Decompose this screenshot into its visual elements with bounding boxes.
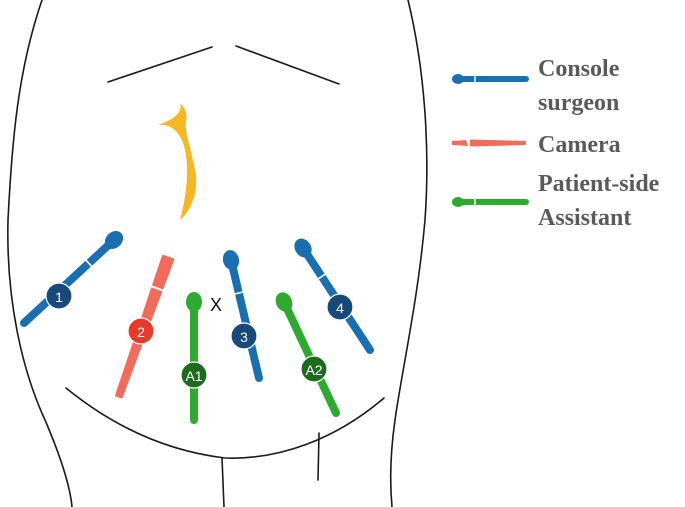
right-thigh-line [317,432,320,481]
port-label: A2 [305,362,322,378]
port-badge [180,361,208,389]
port-label: 2 [137,324,145,340]
instrument-joint [316,272,328,281]
legend-item-camera: Camera [452,132,621,158]
port-2: 2 [115,254,175,399]
port-3: 3 [222,250,263,382]
instrument-tip [275,292,293,312]
liver-retractor [158,102,197,220]
instrument-tip [294,238,312,258]
port-label: 4 [336,300,344,316]
legend-item-console: Console surgeon [452,56,620,116]
left-thigh-line [221,457,225,507]
legend-label-assistant-line1: Patient-side [538,171,660,197]
port-a2: A2 [275,292,340,417]
port-1: 1 [20,231,124,327]
ports-layer: 1 2 3 4A1 A2 [20,231,374,424]
port-badge [300,355,328,383]
port-label: A1 [185,368,202,384]
left-body-contour [7,0,73,507]
legend-label-assistant-line2: Assistant [538,205,631,231]
torso-outline [7,0,428,507]
port-label: 3 [240,329,248,345]
camera-scope-icon [452,139,526,147]
legend-label-console-line2: surgeon [538,90,619,116]
legend-camera-tip [452,140,468,146]
legend-item-assistant: Patient-side Assistant [452,171,660,231]
instrument-joint [232,290,245,296]
assistant-instrument-icon [452,197,529,207]
legend: Console surgeon Camera Patient-side Assi… [452,56,660,231]
port-badge [326,293,354,321]
right-body-contour [389,0,428,507]
instrument-shaft [20,241,113,327]
port-4: 4 [294,238,374,354]
right-rib-line [235,45,340,85]
port-badge [45,282,73,310]
legend-camera-body [470,139,526,147]
legend-label-console-line1: Console [538,56,620,82]
port-a1: A1 [180,292,208,424]
console-instrument-icon [452,74,529,84]
port-badge [230,322,258,350]
camera-trocar-gap [149,284,166,292]
left-rib-line [107,46,213,83]
legend-label-camera: Camera [538,132,621,158]
inguinal-curve [65,387,385,459]
instrument-tip [222,250,240,270]
instrument-tip [186,292,202,312]
port-badge [127,317,155,345]
instrument-joint [84,258,94,269]
instrument-tip [104,231,124,249]
umbilicus-marker: X [210,295,222,315]
port-label: 1 [55,289,63,305]
